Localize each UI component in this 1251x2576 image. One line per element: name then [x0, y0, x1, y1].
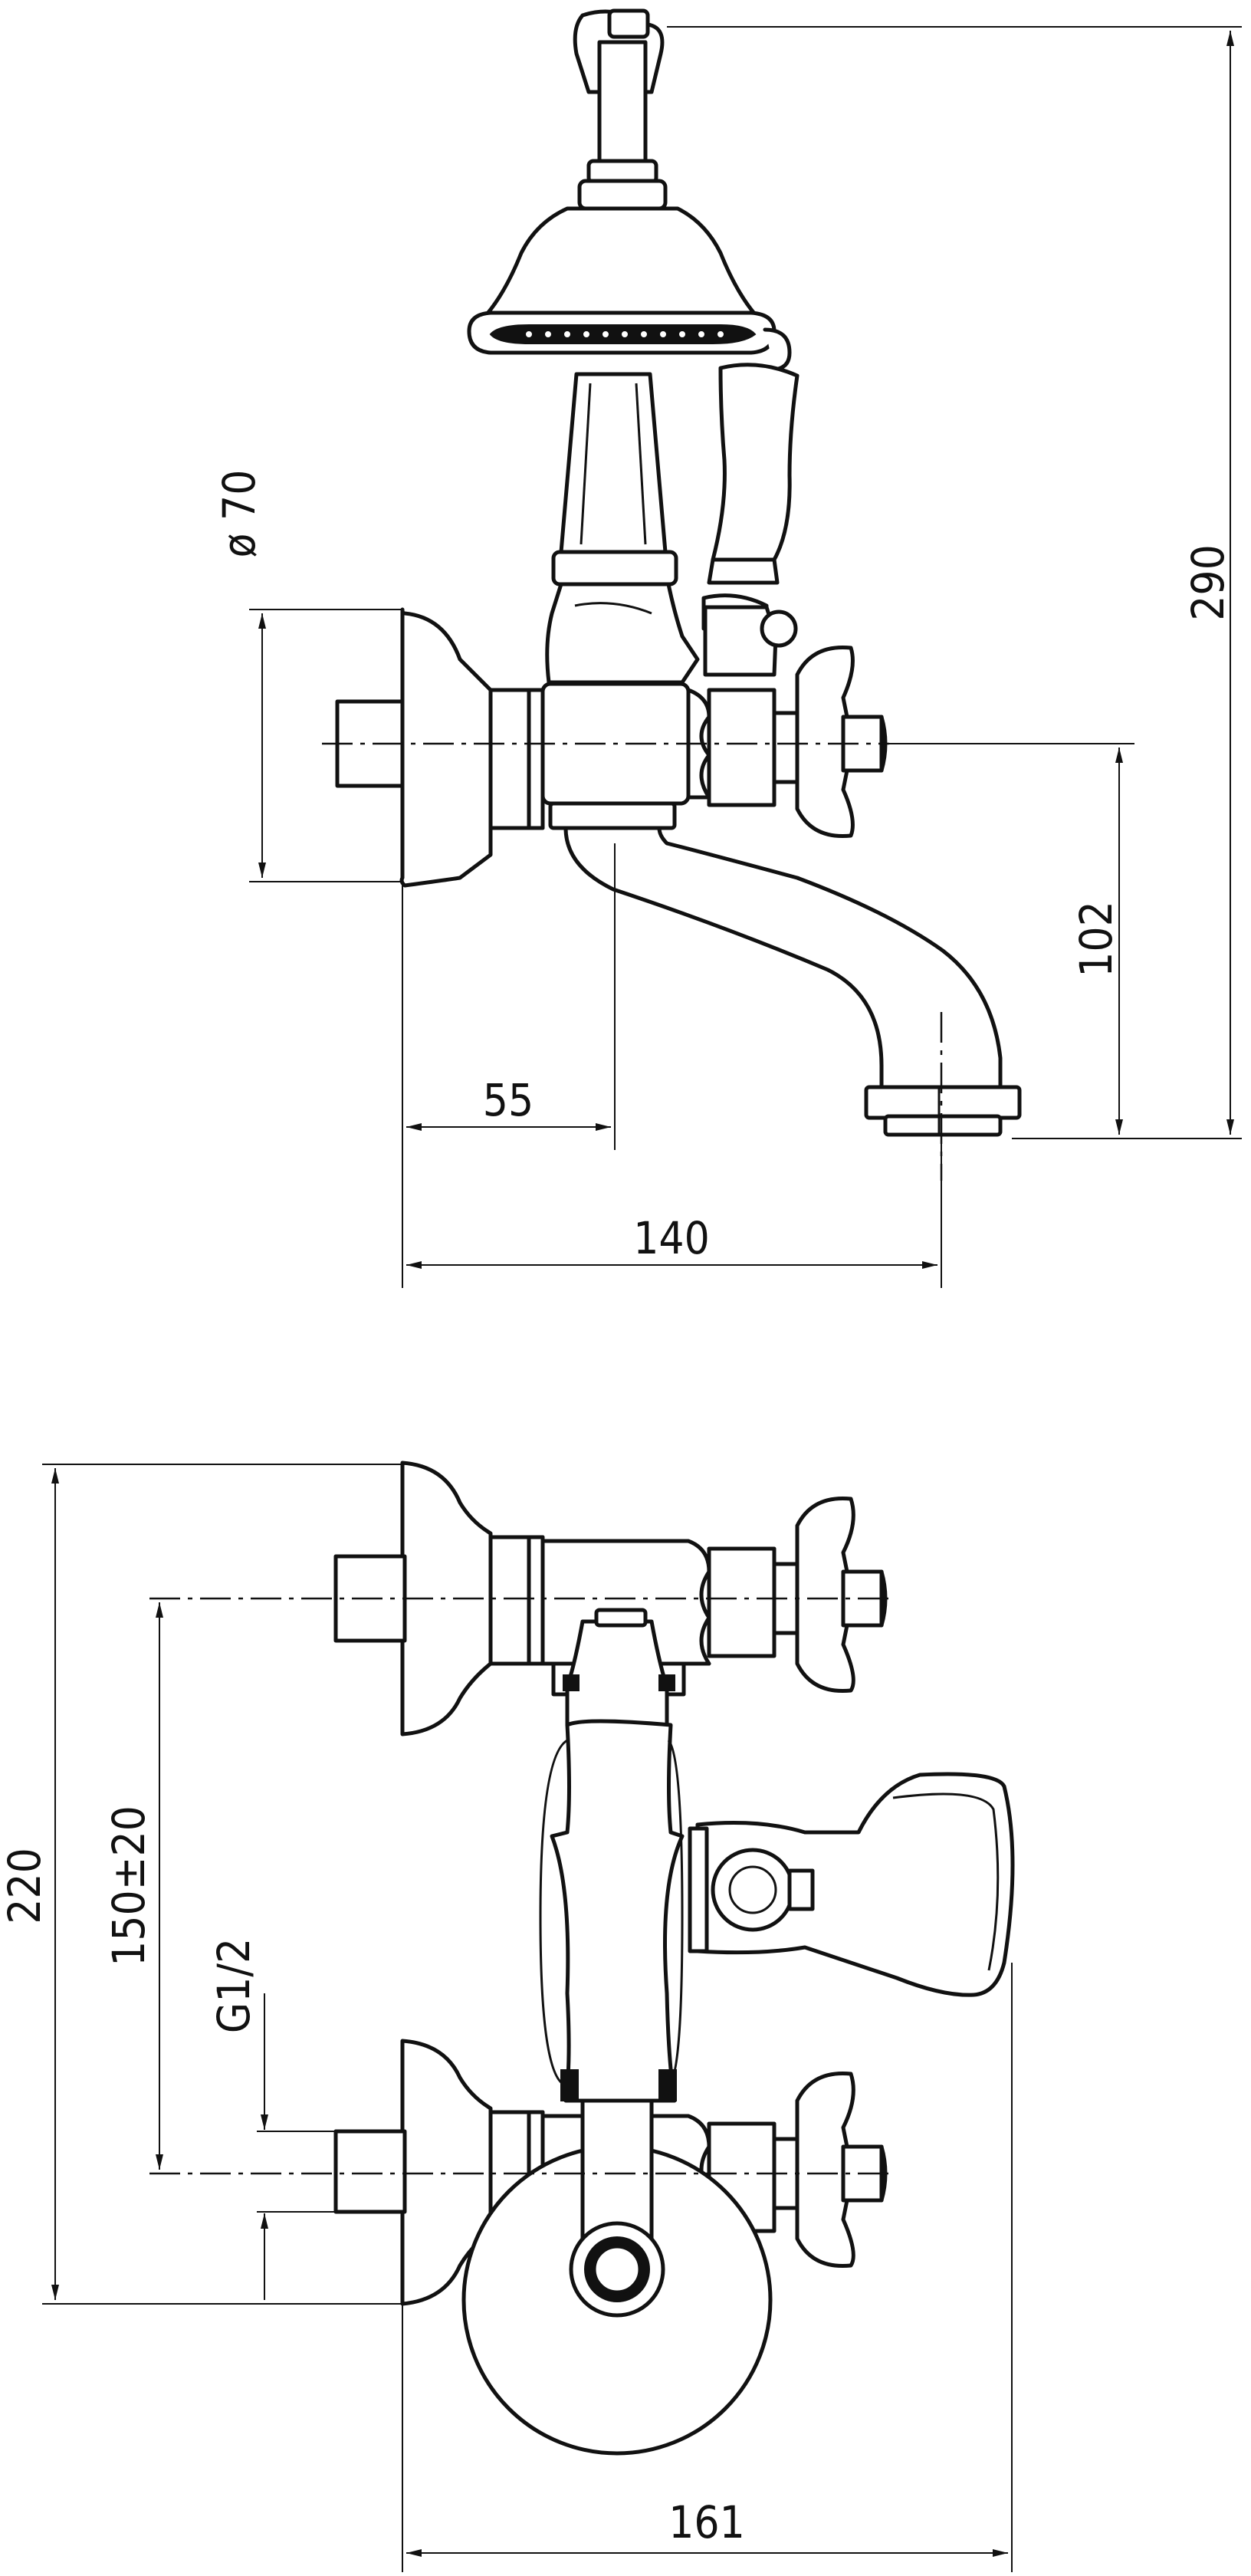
dim-diameter-label: ø 70 [213, 470, 265, 558]
hand-shower-handle [701, 363, 800, 631]
dim-height-total-label: 290 [1182, 544, 1234, 621]
spout-front [688, 1772, 1015, 1997]
front-elevation-view: 220 150±20 G1/2 161 [0, 1460, 1015, 2572]
diverter-column [545, 372, 700, 685]
side-elevation-view: 290 102 ø 70 55 140 [213, 8, 1242, 1288]
diverter-knob [711, 1848, 795, 1932]
wall-rosette-left [335, 607, 545, 888]
shower-holes [524, 330, 725, 339]
dim-width-label: 161 [668, 2496, 745, 2548]
dim-inlet-spacing-label: 150±20 [103, 1806, 155, 1967]
dimension-lines-top [249, 26, 1242, 1288]
dim-thread-label: G1/2 [208, 1938, 260, 2033]
dim-outlet-height-label: 102 [1070, 901, 1122, 978]
wall-rosette-upper [333, 1460, 545, 1737]
bath-spout [563, 826, 1022, 1137]
riser-pipe [597, 40, 648, 175]
dim-height-label: 220 [0, 1848, 51, 1924]
wall-rosette-lower [333, 2039, 545, 2306]
hose-escutcheon [461, 2098, 773, 2456]
shower-head [467, 206, 792, 372]
dim-depth-label: 140 [633, 1212, 710, 1264]
vertical-connector [539, 1608, 686, 2103]
dim-spout-offset-label: 55 [483, 1074, 534, 1126]
dimension-lines-bottom [42, 1464, 1013, 2572]
cross-handle-top-view [772, 645, 888, 839]
